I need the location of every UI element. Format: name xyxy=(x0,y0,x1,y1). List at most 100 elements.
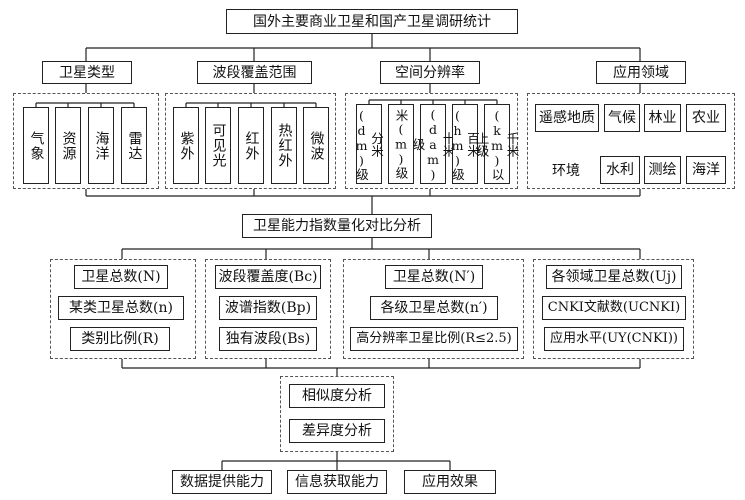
metric-label: 独有波段(Bs) xyxy=(225,331,311,347)
item-label: 雷达 xyxy=(126,130,143,161)
metric-group-band xyxy=(205,259,331,359)
item-label: 红外 xyxy=(243,130,260,161)
item-microwave: 微波 xyxy=(303,107,329,184)
category-band-coverage: 波段覆盖范围 xyxy=(197,61,312,84)
metric-spectral-index: 波谱指数(Bp) xyxy=(219,296,317,320)
title-box: 国外主要商业卫星和国产卫星调研统计 xyxy=(226,9,518,34)
group-satellite-type xyxy=(13,93,159,189)
metric-label: 应用水平(UY(CNKI)) xyxy=(550,331,678,346)
item-label: 千米(km)以上级 xyxy=(474,107,520,181)
metric-high-resolution-ratio: 高分辨率卫星比例(R≤2.5) xyxy=(350,327,518,351)
metric-label: 某类卫星总数(n) xyxy=(69,300,173,316)
item-label: 气候 xyxy=(608,110,636,126)
item-visible-light: 可见光 xyxy=(205,107,231,184)
category-spatial-resolution: 空间分辨率 xyxy=(380,61,480,84)
analysis-box: 卫星能力指数量化对比分析 xyxy=(242,214,432,238)
metric-unique-bands: 独有波段(Bs) xyxy=(219,327,317,351)
metric-band-coverage: 波段覆盖度(Bc) xyxy=(215,265,321,289)
metric-class-ratio: 类别比例(R) xyxy=(70,327,170,351)
item-remote-sensing-geology: 遥感地质 xyxy=(535,104,599,132)
item-label: 紫外 xyxy=(178,130,195,161)
group-band-coverage xyxy=(165,93,336,189)
item-marine: 海洋 xyxy=(686,156,726,184)
output-label: 信息获取能力 xyxy=(295,474,379,490)
item-label: 测绘 xyxy=(648,162,677,178)
metric-label: 各级卫星总数(n′) xyxy=(380,300,488,316)
item-decameter: 十米(dam)级 xyxy=(411,104,456,184)
item-label: 林业 xyxy=(648,110,677,126)
metric-group-application xyxy=(533,259,694,359)
group-spatial-resolution xyxy=(345,93,518,189)
similarity-analysis-box: 相似度分析 xyxy=(289,384,385,408)
category-label: 卫星类型 xyxy=(59,64,115,81)
item-forestry: 林业 xyxy=(644,104,681,132)
item-surveying: 测绘 xyxy=(644,156,681,184)
item-label: 环境 xyxy=(552,163,580,179)
item-agriculture: 农业 xyxy=(686,104,726,132)
item-label: 海洋 xyxy=(93,130,110,161)
metric-label: 各领域卫星总数(Uj) xyxy=(551,269,677,285)
output-label: 应用效果 xyxy=(422,474,478,490)
category-application-field: 应用领域 xyxy=(596,61,686,84)
item-kilometer: 千米(km)以上级 xyxy=(475,104,520,184)
item-ultraviolet: 紫外 xyxy=(173,107,199,184)
item-thermal-infrared: 热红外 xyxy=(271,107,297,184)
metric-level-satellite-total: 各级卫星总数(n′) xyxy=(370,296,498,320)
item-infrared: 红外 xyxy=(238,107,264,184)
item-meteorology: 气象 xyxy=(23,107,49,184)
item-ocean: 海洋 xyxy=(88,107,114,184)
metric-label: CNKI文献数(UCNKI) xyxy=(547,300,681,315)
output-label: 数据提供能力 xyxy=(180,474,264,490)
item-resources: 资源 xyxy=(55,107,81,184)
category-label: 空间分辨率 xyxy=(395,64,465,81)
metric-cnki-literature: CNKI文献数(UCNKI) xyxy=(542,296,686,320)
item-label: 气象 xyxy=(28,130,45,161)
item-label: 水利 xyxy=(606,162,634,178)
title-text: 国外主要商业卫星和国产卫星调研统计 xyxy=(253,13,491,30)
metric-label: 波谱指数(Bp) xyxy=(224,300,312,316)
item-environment: 环境 xyxy=(542,156,590,184)
item-label: 热红外 xyxy=(276,123,293,168)
item-water-resources: 水利 xyxy=(600,156,640,184)
item-climate: 气候 xyxy=(604,104,640,132)
metric-field-satellite-total: 各领域卫星总数(Uj) xyxy=(546,265,682,289)
metric-group-satellite-type xyxy=(50,259,196,359)
item-label: 资源 xyxy=(60,130,77,161)
metric-label: 类别比例(R) xyxy=(81,331,159,347)
metric-label: 高分辨率卫星比例(R≤2.5) xyxy=(356,331,512,346)
metric-total-satellites: 卫星总数(N) xyxy=(74,265,168,289)
difference-label: 差异度分析 xyxy=(302,423,372,439)
item-meter: 米(m)级 xyxy=(388,104,414,184)
item-label: 百米(hm)级 xyxy=(450,107,480,181)
group-application-field xyxy=(527,93,735,189)
category-label: 波段覆盖范围 xyxy=(212,64,297,81)
output-data-provision: 数据提供能力 xyxy=(172,470,272,494)
comparison-group xyxy=(280,376,394,452)
difference-analysis-box: 差异度分析 xyxy=(289,419,385,443)
item-label: 米(m)级 xyxy=(393,109,409,179)
item-label: 海洋 xyxy=(692,162,720,178)
item-radar: 雷达 xyxy=(121,107,147,184)
metric-total-satellites-prime: 卫星总数(N′) xyxy=(385,265,483,289)
category-label: 应用领域 xyxy=(613,64,669,81)
output-information-acquisition: 信息获取能力 xyxy=(287,470,387,494)
item-label: 分米(dm)级 xyxy=(354,107,384,181)
similarity-label: 相似度分析 xyxy=(302,388,372,404)
item-decimeter: 分米(dm)级 xyxy=(354,104,384,184)
metric-class-satellite-total: 某类卫星总数(n) xyxy=(58,296,184,320)
item-label: 十米(dam)级 xyxy=(410,106,456,182)
metric-group-resolution xyxy=(343,259,524,359)
item-label: 农业 xyxy=(692,110,720,126)
item-label: 可见光 xyxy=(210,123,227,168)
metric-label: 波段覆盖度(Bc) xyxy=(218,269,318,285)
metric-application-level: 应用水平(UY(CNKI)) xyxy=(544,327,684,351)
item-label: 遥感地质 xyxy=(539,110,595,126)
output-application-effect: 应用效果 xyxy=(404,470,496,494)
metric-label: 卫星总数(N) xyxy=(81,269,161,285)
metric-label: 卫星总数(N′) xyxy=(392,269,476,285)
item-hectometer: 百米(hm)级 xyxy=(450,104,480,184)
category-satellite-type: 卫星类型 xyxy=(42,61,132,84)
item-label: 微波 xyxy=(308,130,325,161)
analysis-label: 卫星能力指数量化对比分析 xyxy=(253,218,421,234)
